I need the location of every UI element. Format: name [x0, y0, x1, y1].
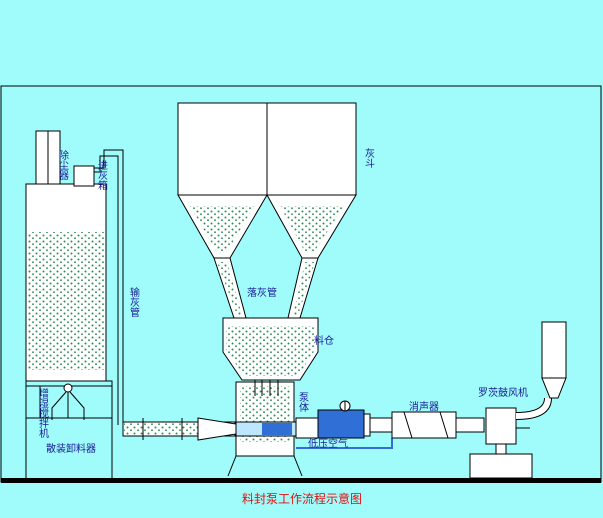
label-inlet-box: 进灰箱: [96, 160, 108, 191]
label-bulk-unloader: 散装卸料器: [46, 442, 96, 455]
label-pump-body: 泵体: [297, 392, 309, 413]
ash-hopper: [177, 102, 357, 259]
roots-blower: [469, 407, 533, 479]
intake-filter: [515, 321, 567, 420]
pump-body: [227, 380, 303, 477]
label-silencer: 消声器: [409, 400, 439, 413]
label-bin: 料仓: [314, 334, 334, 347]
bin: [222, 317, 319, 381]
label-drop-pipe: 落灰管: [247, 286, 277, 299]
label-agitator: 增湿搅拌机: [37, 387, 49, 439]
motor-assembly: [295, 400, 371, 439]
ground-line: [1, 478, 601, 483]
label-dust-collector: 除尘器: [57, 149, 69, 181]
label-low-air: 低压空气: [308, 437, 348, 450]
diagram-caption: 料封泵工作流程示意图: [242, 491, 362, 506]
inlet-box: [73, 149, 124, 430]
label-ash-pipe: 输灰管: [128, 286, 140, 318]
agitator-stand: [25, 380, 113, 480]
drop-pipes: [213, 257, 319, 319]
low-air-line: [296, 438, 393, 449]
silencer: [369, 411, 485, 439]
label-roots-blower: 罗茨鼓风机: [478, 386, 528, 399]
label-ash-hopper: 灰斗: [363, 147, 375, 168]
